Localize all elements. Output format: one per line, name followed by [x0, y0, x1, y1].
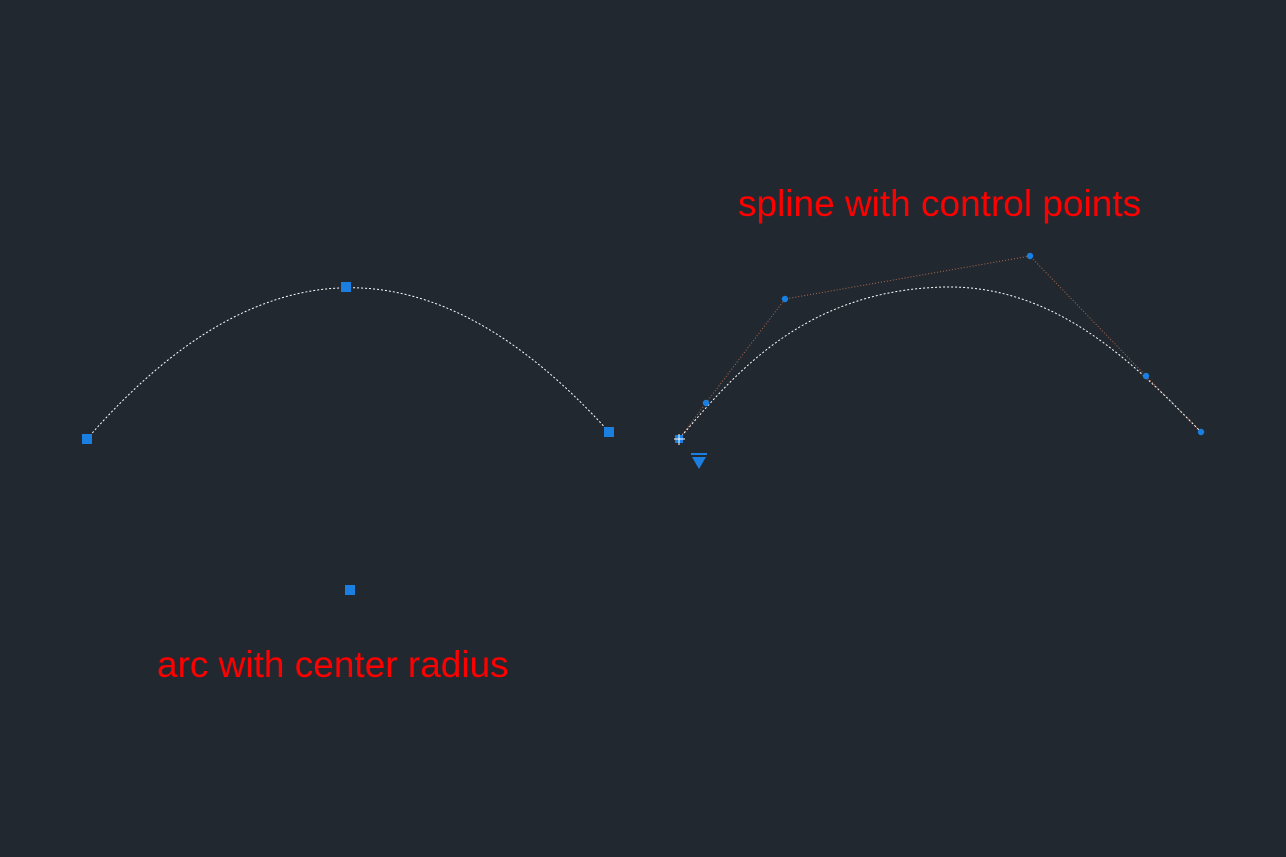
spline-annotation-label: spline with control points — [738, 183, 1142, 224]
arc-midpoint-grip[interactable] — [341, 282, 351, 292]
arc-start-grip[interactable] — [82, 434, 92, 444]
spline-curve[interactable] — [678, 286, 1202, 440]
arc-end-grip[interactable] — [604, 427, 614, 437]
crosshair-cursor-icon — [674, 434, 685, 445]
arc-entity[interactable] — [82, 282, 614, 595]
spline-control-point[interactable] — [1026, 252, 1034, 260]
spline-control-point[interactable] — [702, 399, 710, 407]
spline-control-point[interactable] — [1142, 372, 1150, 380]
arc-curve[interactable] — [86, 287, 610, 440]
spline-entity[interactable] — [675, 252, 1205, 443]
spline-control-point[interactable] — [781, 295, 789, 303]
grip-menu-triangle-icon[interactable] — [691, 453, 707, 469]
spline-control-point[interactable] — [1197, 428, 1205, 436]
arc-center-grip[interactable] — [345, 585, 355, 595]
spline-control-polygon — [678, 255, 1202, 440]
arc-annotation-label: arc with center radius — [157, 644, 509, 685]
